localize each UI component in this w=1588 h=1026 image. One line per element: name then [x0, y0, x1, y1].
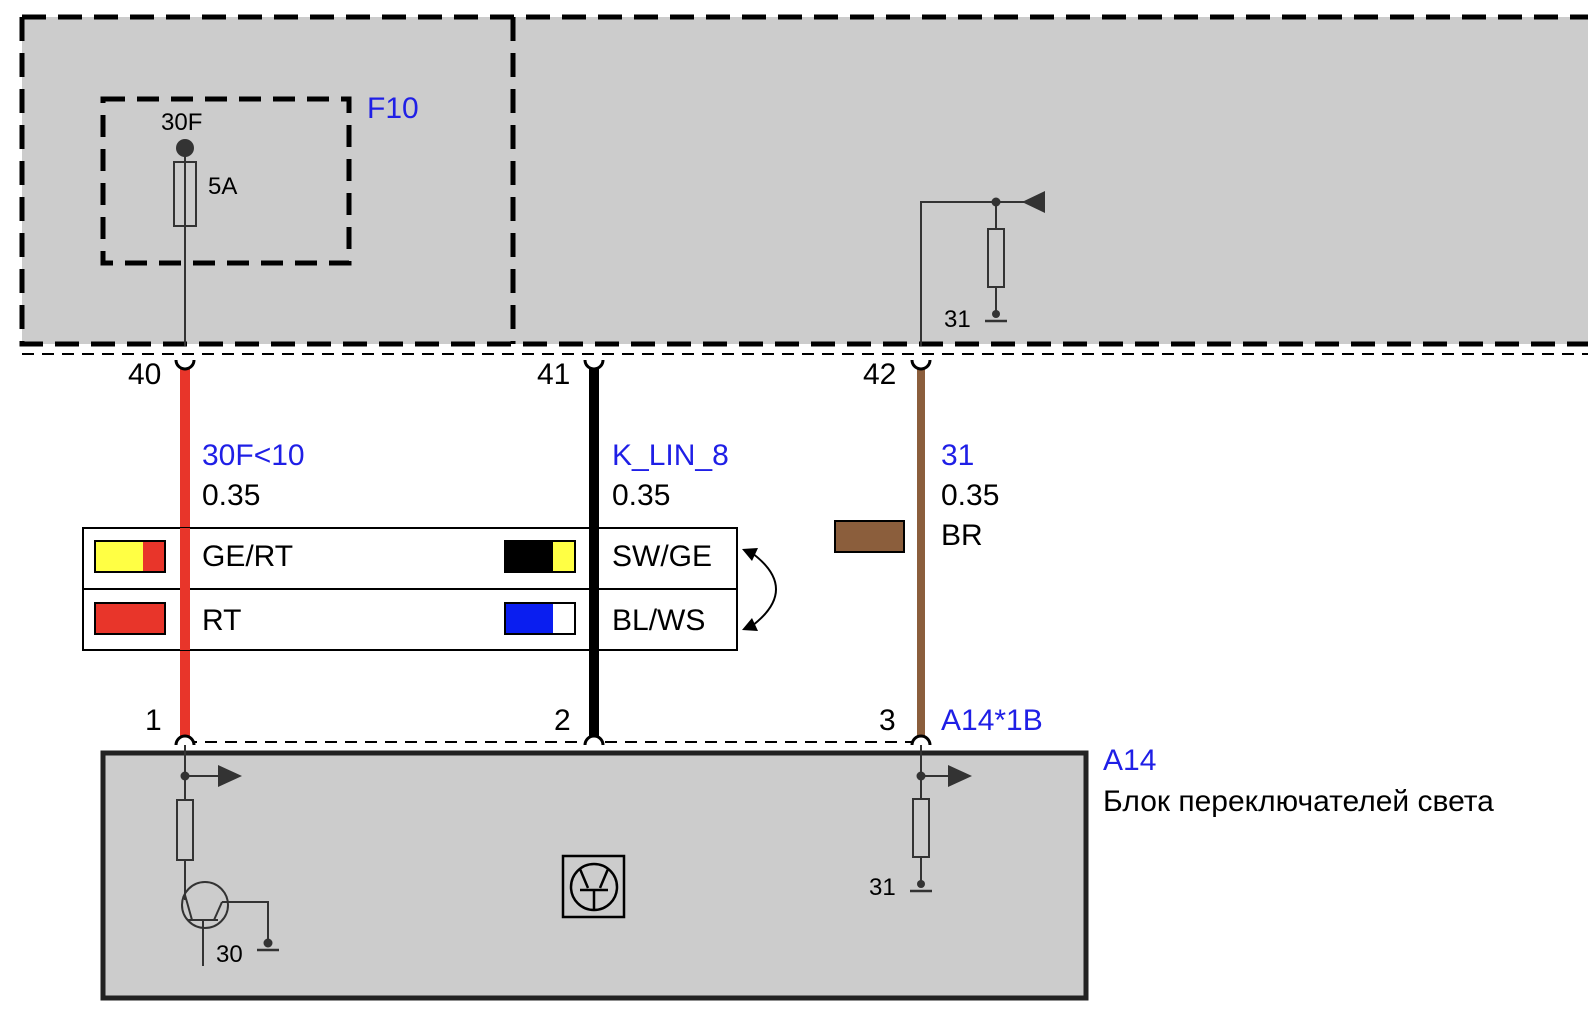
wire-2-gauge: 0.35 — [612, 479, 670, 512]
ground-label: 31 — [944, 306, 971, 333]
pin-41: 41 — [537, 358, 570, 391]
wire-1-signal: 30F<10 — [202, 439, 305, 472]
brown-color-swatch — [834, 520, 905, 553]
signal-arrow-icon — [218, 765, 242, 787]
wire-1-gauge: 0.35 — [202, 479, 260, 512]
pull-down-resistor: 31 — [920, 191, 1045, 346]
resistor-icon — [912, 798, 930, 858]
swatch-rt — [94, 602, 166, 635]
swap-arrow-icon — [751, 552, 777, 627]
right-ground-label: 31 — [869, 874, 896, 901]
bottom-pin-plugs — [174, 734, 932, 746]
module-id: A14 — [1103, 744, 1156, 777]
resistor-icon — [987, 228, 1005, 288]
fuse-terminal: 30F — [161, 109, 202, 136]
alt-right-1: SW/GE — [612, 540, 712, 573]
swatch-ge-rt — [94, 540, 166, 573]
electronic-module-icon — [561, 854, 626, 919]
left-ground-label: 30 — [216, 941, 243, 968]
wire-color-alternatives-table: GE/RT RT SW/GE BL/WS — [82, 527, 777, 651]
wire-2-signal: K_LIN_8 — [612, 439, 729, 472]
top-control-unit — [19, 14, 1588, 355]
signal-arrow-icon — [1022, 191, 1045, 213]
resistor-icon — [176, 799, 194, 861]
fuse-rating: 5A — [208, 173, 237, 200]
pin-42: 42 — [863, 358, 896, 391]
fuse-f10: F10 30F 5A — [100, 92, 419, 346]
pin-2: 2 — [554, 704, 571, 737]
swatch-bl-ws — [504, 602, 576, 635]
fuse-id: F10 — [367, 92, 419, 125]
pin-40: 40 — [128, 358, 161, 391]
connector-id: A14*1B — [941, 704, 1043, 737]
wire-3-gauge: 0.35 — [941, 479, 999, 512]
pin-1: 1 — [145, 704, 162, 737]
alt-left-2: RT — [202, 604, 241, 637]
wire-3-color: BR — [941, 519, 983, 552]
signal-arrow-icon — [948, 765, 972, 787]
wire-3-signal: 31 — [941, 439, 974, 472]
alt-left-1: GE/RT — [202, 540, 293, 573]
top-pin-sockets — [174, 359, 932, 371]
module-a14: A14 Блок переключателей света 30 — [100, 744, 1494, 1001]
swatch-sw-ge — [504, 540, 576, 573]
transistor-icon — [181, 881, 269, 966]
module-name: Блок переключателей света — [1103, 785, 1494, 818]
alt-right-2: BL/WS — [612, 604, 705, 637]
pin-3: 3 — [879, 704, 896, 737]
